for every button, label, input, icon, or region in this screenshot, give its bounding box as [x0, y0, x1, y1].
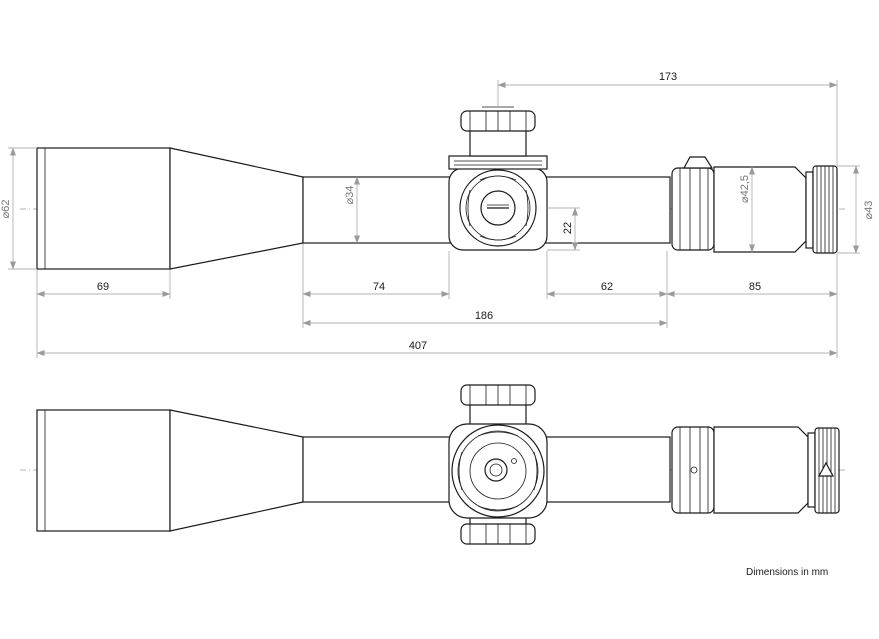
dim-overall-length: 407 [409, 340, 427, 352]
dimensions: 173 ⌀62 ⌀34 22 ⌀42,5 ⌀43 69 [0, 71, 875, 358]
objective-taper [169, 147, 304, 270]
diopter-index-triangle-icon [817, 461, 835, 477]
diopter-ring [812, 165, 838, 254]
objective-bell [36, 147, 171, 270]
dim-tube-diameter: ⌀34 [344, 186, 356, 205]
windage-knob-lower [460, 513, 536, 545]
elevation-turret [460, 106, 536, 157]
magnification-ring-top [671, 426, 715, 514]
dim-tube-length: 186 [475, 310, 493, 322]
magnification-ring [671, 156, 715, 251]
dim-ocular-diameter: ⌀42,5 [739, 175, 751, 203]
objective-taper-top [169, 409, 304, 532]
objective-bell-top [36, 409, 171, 532]
top-view [20, 384, 845, 545]
dim-eyepiece-diameter: ⌀43 [863, 201, 875, 220]
elevation-turret-top [448, 423, 548, 519]
ocular-housing-top [713, 426, 809, 514]
dim-objective-diameter: ⌀62 [0, 200, 12, 219]
eyepiece-ring [805, 171, 814, 249]
dim-turret-to-eyepiece: 173 [659, 71, 677, 83]
dim-ocular-length: 85 [749, 281, 761, 293]
units-note: Dimensions in mm [746, 567, 828, 578]
dim-front-tube-length: 74 [373, 281, 385, 293]
windage-knob [459, 169, 537, 247]
eyepiece-ring-top [807, 432, 816, 508]
windage-knob-upper [460, 384, 536, 427]
dim-rear-tube-length: 62 [601, 281, 613, 293]
dim-turret-offset: 22 [562, 222, 574, 234]
turret-collar [448, 155, 548, 170]
side-view [20, 106, 845, 270]
dim-objective-length: 69 [97, 281, 109, 293]
ocular-housing [713, 166, 807, 253]
